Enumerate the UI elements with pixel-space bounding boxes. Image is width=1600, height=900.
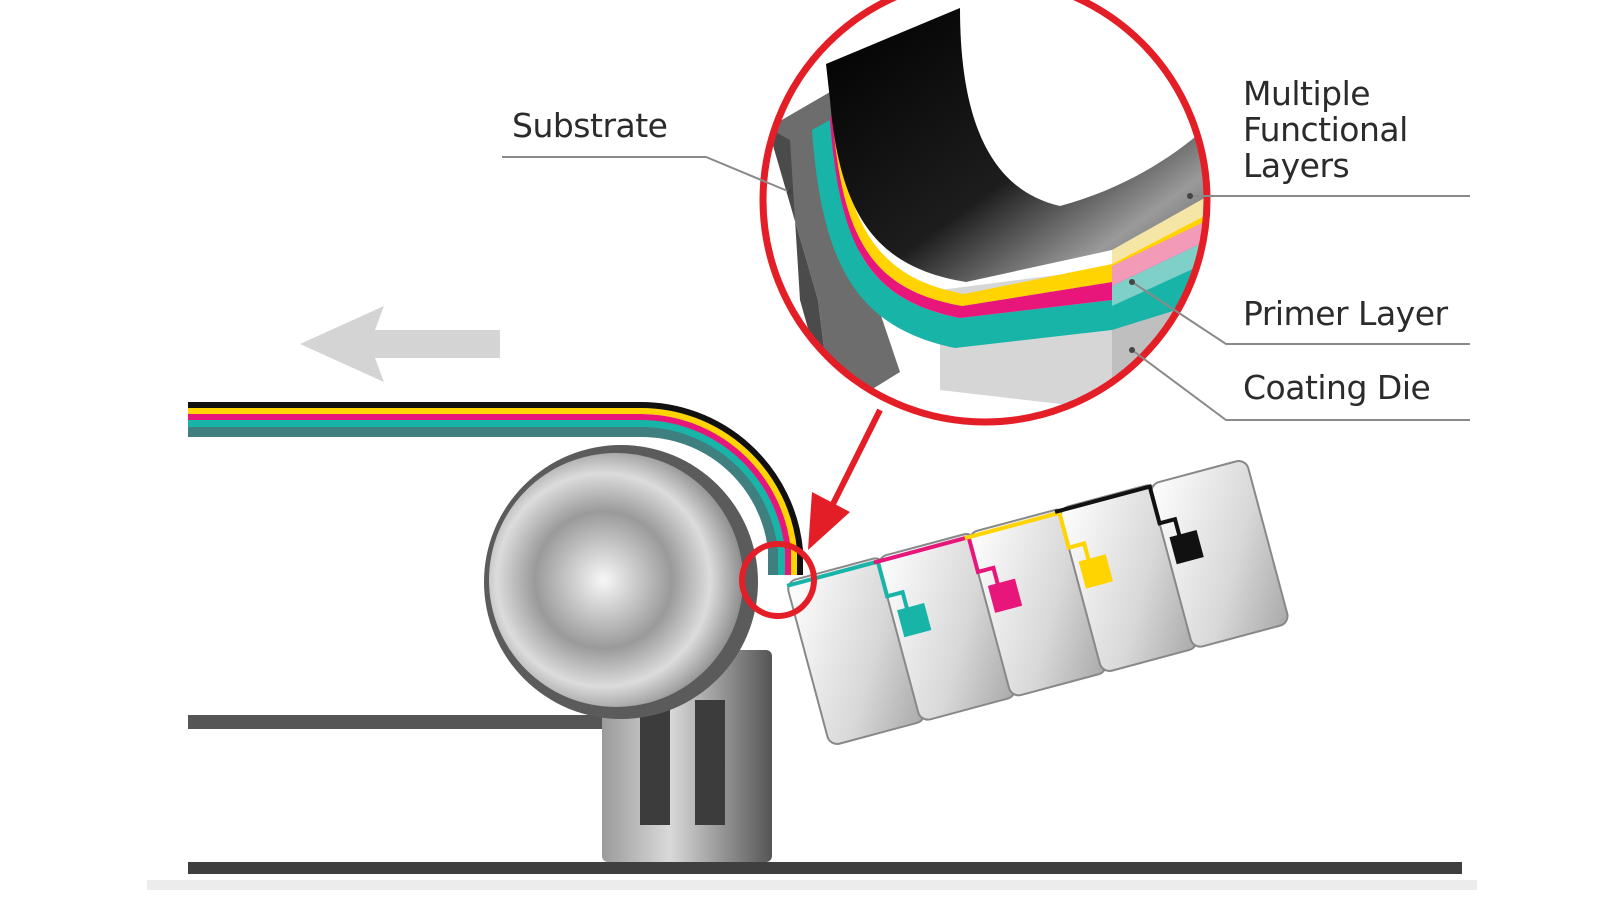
- primer-layer-label: Primer Layer: [1243, 294, 1448, 333]
- functional-layers-line-2: Functional: [1243, 110, 1408, 149]
- backing-roller-icon: [484, 445, 758, 719]
- functional-layers-line-3: Layers: [1243, 146, 1350, 185]
- magnified-inset: [759, 0, 1211, 426]
- substrate-label: Substrate: [512, 106, 668, 145]
- flow-direction-arrow-icon: [300, 306, 500, 382]
- magnifier-callout-icon: [739, 408, 883, 619]
- functional-layers-line-1: Multiple: [1243, 74, 1371, 113]
- floor-shadow: [147, 880, 1477, 890]
- coating-die-label: Coating Die: [1243, 368, 1431, 407]
- floor-line: [188, 862, 1462, 874]
- functional-layers-label: Multiple Functional Layers: [1243, 76, 1408, 184]
- leader-lines: [502, 156, 1470, 421]
- coating-die-assembly: [786, 460, 1289, 745]
- coated-web: [188, 401, 803, 575]
